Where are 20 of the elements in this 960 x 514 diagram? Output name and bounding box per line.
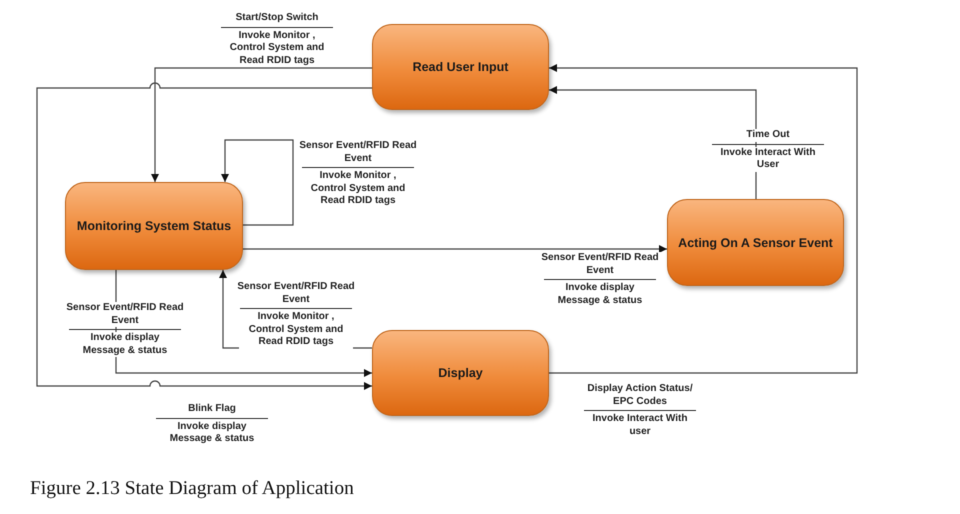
edge-label: Sensor Event/RFID Read Event (64, 302, 186, 327)
state-box (372, 24, 549, 110)
state-name: Read User Input (412, 60, 508, 74)
edge-label: Time Out (745, 129, 791, 142)
transition-arrow (549, 64, 858, 374)
state-name: Monitoring System Status (76, 219, 232, 233)
transition-arrow (151, 67, 372, 182)
transition-arrow (243, 245, 667, 253)
state-box (667, 199, 844, 286)
state-box (372, 330, 549, 416)
figure-caption: Figure 2.13 State Diagram of Application (30, 478, 354, 500)
state-name: Display (438, 366, 483, 380)
transition-arrow (36, 84, 372, 390)
transition-arrow (221, 139, 294, 226)
edge-label: Blink Flag (187, 403, 237, 416)
transition-arrow (549, 86, 757, 199)
state-box (65, 182, 243, 270)
action-label: Invoke Monitor , Control System and Read RDID tags (239, 311, 353, 348)
edge-label: Start/Stop Switch (234, 12, 320, 24)
state-name: Acting On A Sensor Event (678, 236, 833, 250)
